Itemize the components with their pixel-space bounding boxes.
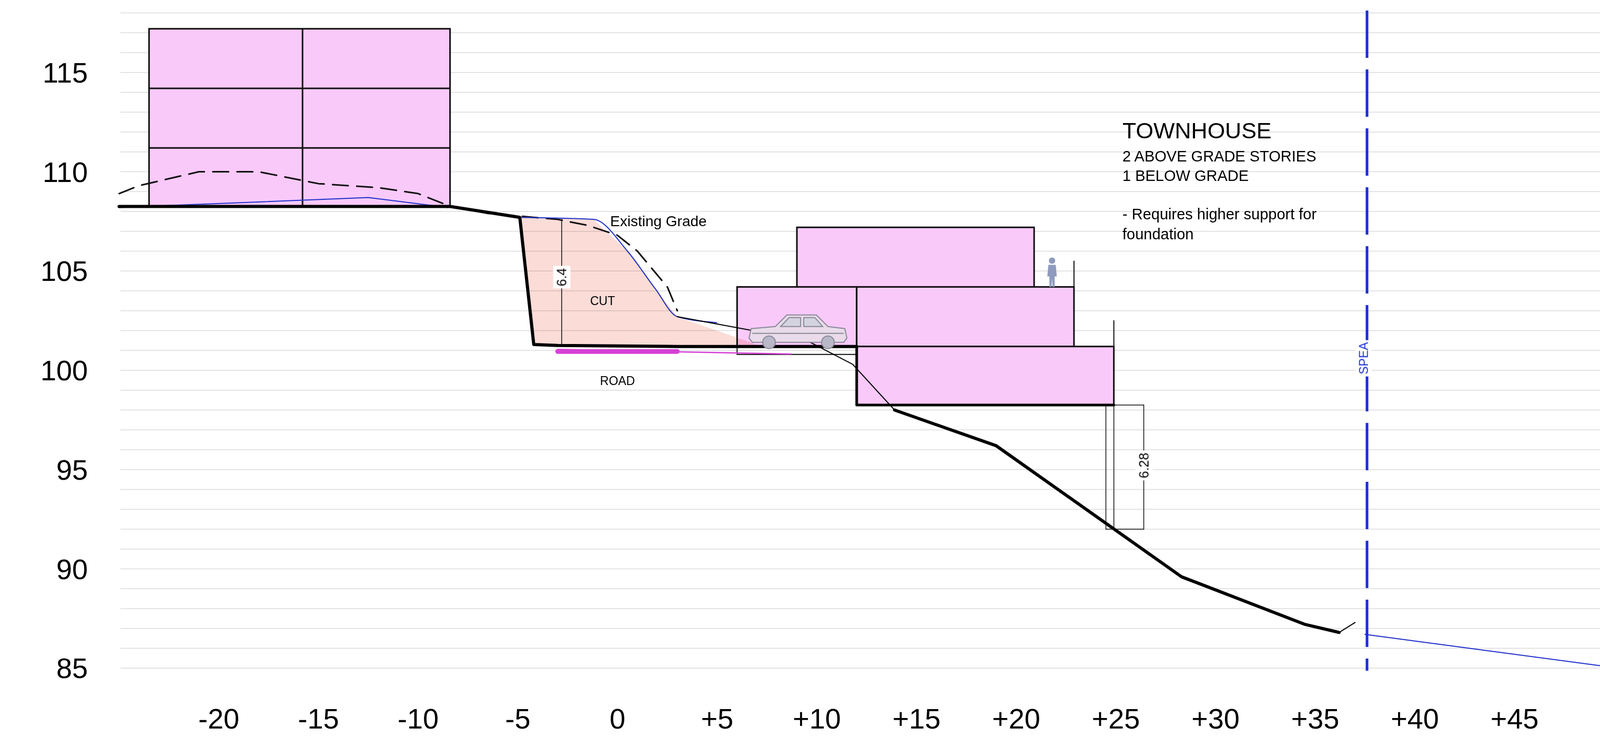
grade-label: Existing Grade (610, 213, 707, 230)
axis-offset: 0 (609, 702, 626, 735)
axis-offset: +15 (892, 702, 941, 735)
axis-offset: +20 (991, 702, 1041, 735)
townhouse-floor (796, 227, 1035, 287)
axis-offset: -15 (297, 702, 339, 735)
grid-line (120, 647, 1600, 650)
railing (1073, 260, 1075, 287)
dimension-line (1106, 528, 1144, 530)
road-label: ROAD (600, 373, 635, 388)
axis-elevation: 110 (42, 155, 88, 188)
townhouse-note: - Requires higher support for foundation (1122, 204, 1354, 245)
dimension-line (1113, 404, 1115, 530)
car-wheel (821, 336, 835, 349)
axis-offset: +30 (1191, 702, 1240, 735)
axis-elevation: 105 (40, 254, 88, 288)
axis-offset: +40 (1390, 702, 1440, 735)
region-label: CUT (590, 293, 615, 308)
townhouse-note: 1 BELOW GRADE (1122, 167, 1249, 185)
car-figure (748, 315, 847, 349)
axis-elevation: 95 (56, 453, 88, 486)
grid-line (120, 608, 1600, 610)
survey-line (1364, 634, 1600, 666)
dimension-value: 6.4 (553, 265, 571, 289)
axis-offset: +10 (792, 702, 842, 735)
car-wheel (762, 336, 776, 349)
axis-offset: -20 (198, 702, 240, 735)
grid-line (120, 628, 1600, 630)
proposed-grade (119, 206, 857, 347)
axis-offset: +25 (1091, 702, 1141, 735)
spea-label: SPEA (1355, 340, 1372, 377)
floor-line (148, 87, 450, 89)
axis-offset: -10 (397, 702, 439, 735)
axis-offset: +45 (1490, 702, 1539, 735)
grid-line (120, 12, 1600, 14)
grid-line (120, 568, 1600, 570)
person-head (1048, 257, 1056, 264)
car-trim (752, 332, 844, 334)
axis-elevation: 85 (56, 651, 88, 685)
road-line (557, 349, 791, 354)
townhouse-title: TOWNHOUSE (1122, 117, 1272, 144)
floor-line (148, 147, 450, 149)
railing (1113, 320, 1115, 347)
dimension-line (1106, 404, 1144, 406)
axis-offset: +5 (701, 702, 734, 735)
grid-line (120, 548, 1600, 550)
grid-line (120, 509, 1600, 511)
grid-line (120, 429, 1600, 431)
grid-line (120, 469, 1600, 471)
garage-box (736, 286, 857, 347)
person-figure (1047, 257, 1057, 287)
axis-elevation: 100 (40, 353, 88, 387)
person-body (1047, 264, 1057, 287)
grid-line (120, 528, 1600, 530)
townhouse-note: 2 ABOVE GRADE STORIES (1122, 147, 1317, 166)
grid-line (120, 210, 1600, 212)
axis-offset: +35 (1291, 702, 1340, 735)
grid-line (120, 409, 1600, 411)
axis-elevation: 90 (56, 552, 88, 585)
slope-grade (894, 410, 1340, 633)
car-window (780, 317, 823, 327)
cut-fill (519, 217, 757, 347)
slope-tick (1339, 622, 1355, 633)
grid-line (120, 449, 1600, 451)
townhouse-floor (856, 286, 1075, 347)
foundation-line (856, 346, 1115, 405)
axis-elevation: 115 (42, 56, 88, 89)
axis-offset: -5 (504, 702, 531, 735)
dimension-value: 6.28 (1135, 450, 1153, 481)
wall-line (301, 28, 304, 207)
grid-line (120, 588, 1600, 590)
townhouse-basement (856, 346, 1115, 405)
grid-line (120, 667, 1600, 670)
grid-line (120, 489, 1600, 491)
dimension-line (1105, 404, 1107, 530)
